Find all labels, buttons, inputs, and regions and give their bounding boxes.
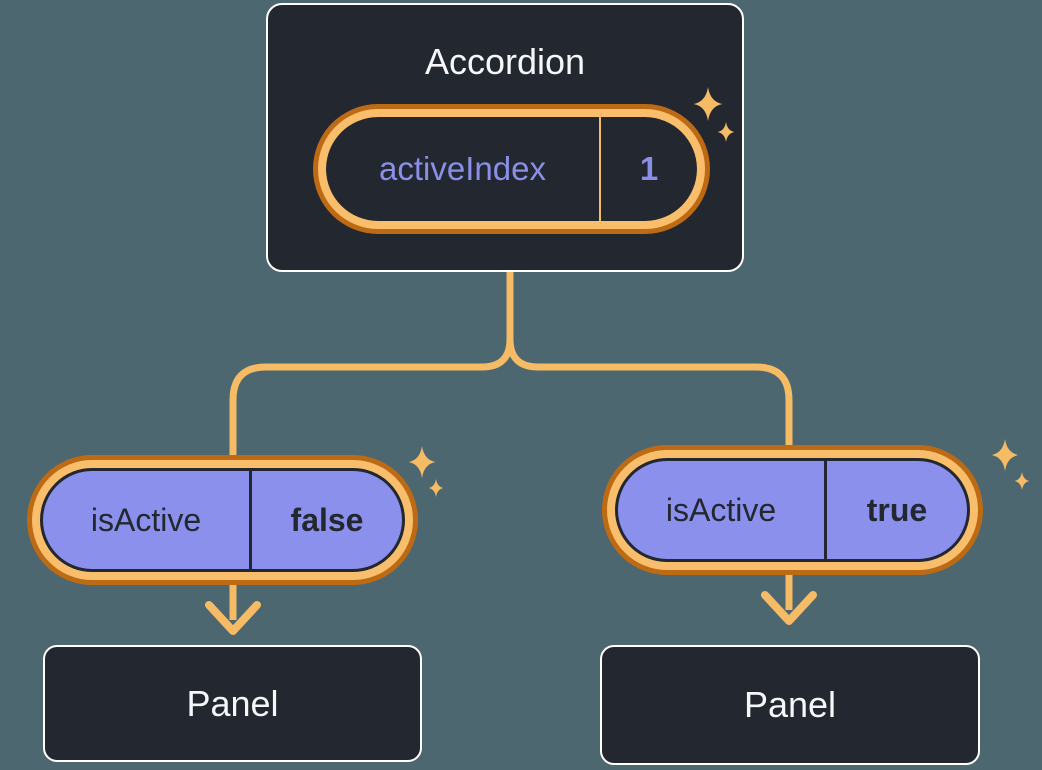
sparkle-icon [1014,472,1030,490]
prop-pill-left-divider [249,471,252,569]
arrow-head-left-icon [205,601,261,635]
sparkles-icon [991,439,1030,490]
panel-title: Panel [743,684,837,725]
state-pill-value: 1 [639,150,659,187]
connector-branch-right [506,272,793,462]
panel-box-left: Panel [43,645,422,762]
sparkles-icon [408,446,444,497]
arrow-head-right-icon [761,591,817,625]
state-pill-divider [599,117,601,221]
prop-pill-left-label: isActive [90,501,202,538]
sparkle-icon [717,122,735,142]
sparkles-icon [693,87,735,142]
prop-pill-right: isActive true [615,458,970,562]
panel-title: Panel [186,682,279,724]
state-pill-label: activeIndex [379,150,546,187]
prop-pill-left-value: false [290,501,364,538]
sparkle-icon [991,439,1019,471]
state-pill: activeIndex 1 [326,117,697,221]
prop-pill-left: isActive false [40,468,405,572]
panel-box-right: Panel [600,645,980,765]
accordion-component-box: Accordion activeIndex 1 [266,3,744,272]
prop-pill-right-value: true [866,491,928,528]
sparkle-icon [408,446,436,478]
prop-pill-right-label: isActive [665,491,777,528]
sparkle-icon [693,87,723,121]
sparkle-icon [428,479,444,497]
prop-pill-right-divider [824,461,827,559]
connector-branch-left [229,272,514,472]
accordion-title: Accordion [424,41,586,82]
